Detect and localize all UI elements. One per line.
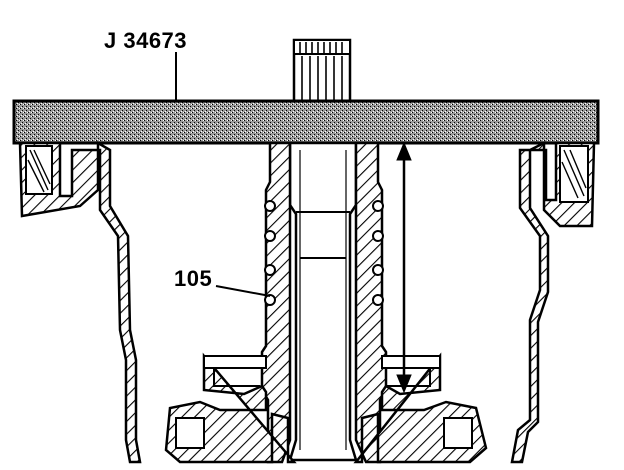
part-callout-label: 105 (174, 266, 213, 291)
measurement-arrow (396, 141, 412, 394)
tool-plate (12, 99, 600, 145)
part-leader-line (215, 285, 271, 297)
leader-lines (175, 52, 271, 297)
right-housing-wall (510, 140, 596, 464)
right-hub-section (354, 141, 388, 464)
lower-flange (164, 352, 488, 464)
shaft-spline (292, 38, 352, 104)
center-shaft (288, 141, 358, 462)
tool-callout-label: J 34673 (104, 28, 188, 53)
left-housing-wall (18, 140, 142, 464)
